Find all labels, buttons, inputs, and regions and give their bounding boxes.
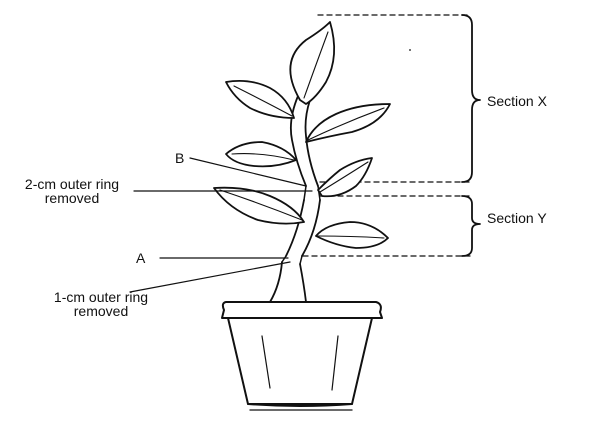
plant-leaves (213, 21, 391, 249)
pointer-b (189, 157, 307, 187)
point-a-label: A (136, 250, 146, 266)
pointer-lines (129, 157, 313, 293)
flower-pot (221, 301, 383, 411)
stem-lower (269, 261, 307, 303)
speck-dot (409, 49, 411, 51)
ring-1cm-label: 1-cm outer ring removed (34, 290, 168, 318)
stem-middle (285, 199, 321, 257)
section-x-brace (461, 14, 481, 183)
ring-2cm-line2: removed (44, 190, 100, 206)
ring-2cm-label: 2-cm outer ring removed (8, 177, 136, 205)
ring-2cm-line1: 2-cm outer ring (24, 176, 120, 192)
ring-1cm-line1: 1-cm outer ring (53, 289, 149, 305)
section-y-label: Section Y (487, 210, 547, 226)
section-y-brace (461, 195, 481, 257)
section-x-guides (317, 14, 471, 183)
point-b-label: B (175, 150, 185, 166)
section-y-guides (302, 195, 471, 257)
ring-1cm-line2: removed (73, 303, 129, 319)
ring-a-cut (281, 255, 303, 265)
pointer-1cm-ring (129, 261, 291, 293)
stem-upper (289, 95, 319, 187)
ring-b-cut (303, 185, 321, 201)
section-x-label: Section X (487, 93, 547, 109)
